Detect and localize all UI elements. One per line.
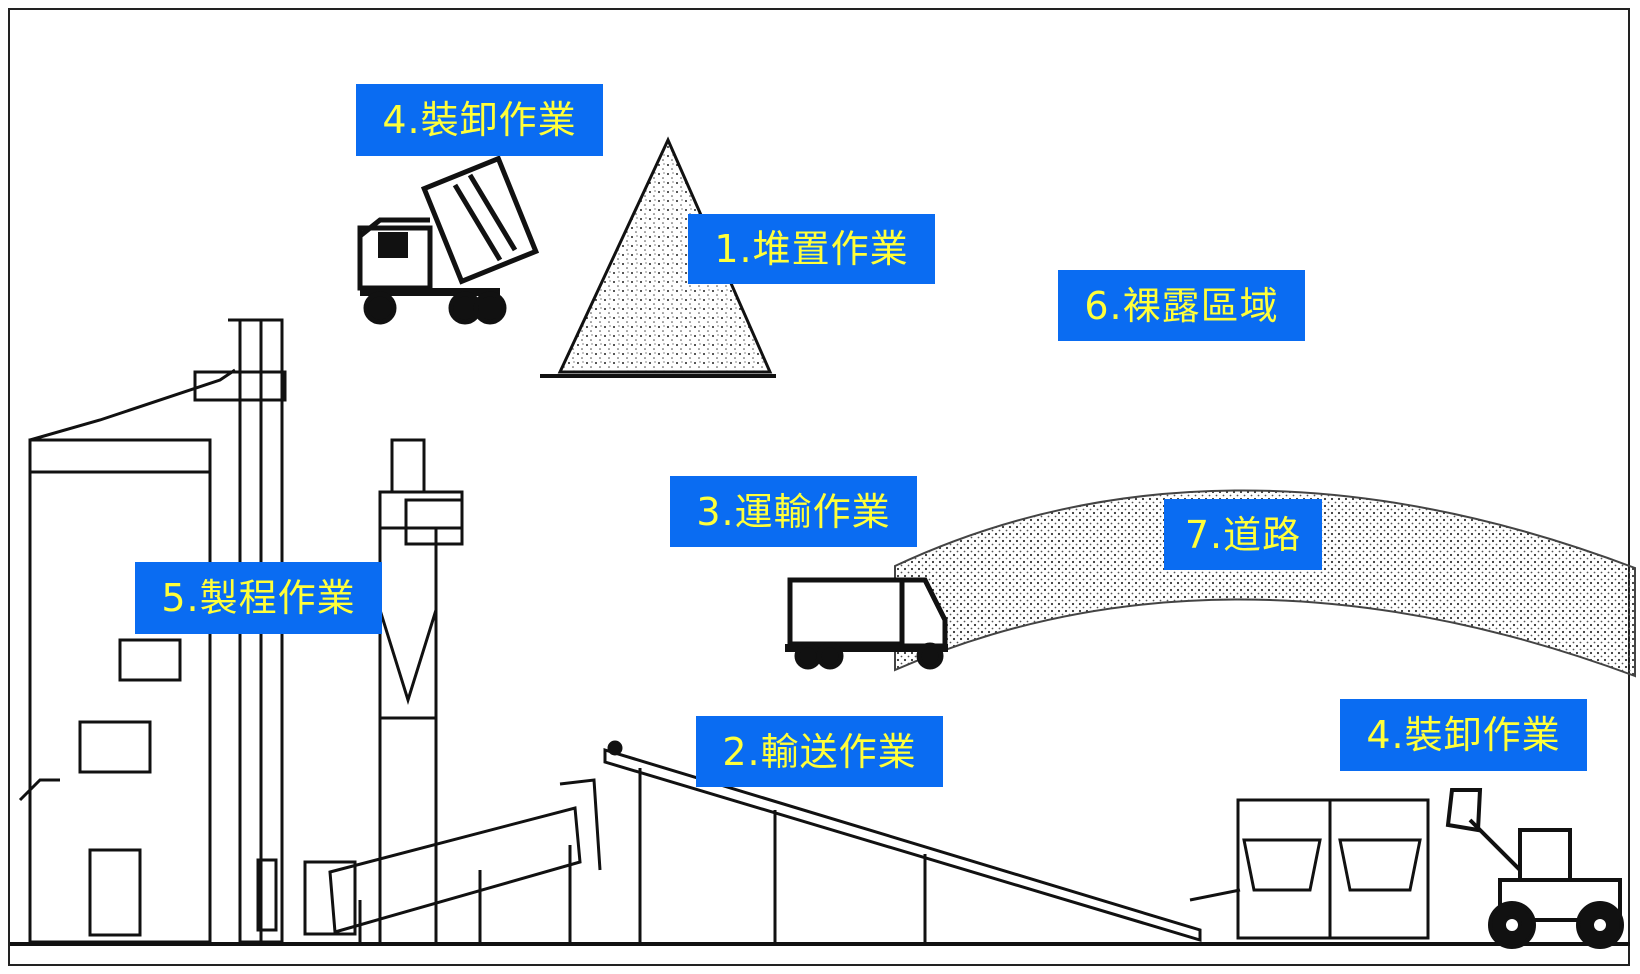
dump-truck-drawing: [357, 155, 540, 325]
label-road: 7.道路: [1164, 499, 1322, 570]
conveyor-drawing: [603, 740, 1202, 943]
wheel-loader-drawing: [1445, 788, 1624, 949]
label-bare-area: 6.裸露區域: [1058, 270, 1305, 341]
label-loading-operation-top: 4.裝卸作業: [356, 84, 603, 156]
label-loading-operation-right: 4.裝卸作業: [1340, 699, 1587, 771]
label-process-operation: 5.製程作業: [135, 562, 382, 634]
label-stockpile-operation: 1.堆置作業: [688, 214, 935, 284]
label-conveying-operation: 2.輸送作業: [696, 716, 943, 787]
dryer-drum-drawing: [303, 778, 602, 942]
label-transport-operation: 3.運輸作業: [670, 476, 917, 547]
cyclone-tower-drawing: [378, 438, 464, 942]
transport-truck-drawing: [785, 577, 948, 670]
feed-bins-drawing: [1189, 798, 1430, 940]
road-drawing: [894, 489, 1636, 678]
